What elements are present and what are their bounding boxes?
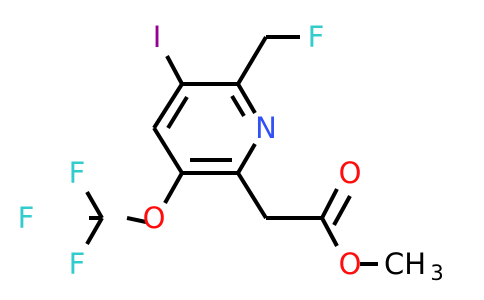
ester-oxygen-label: O [339, 247, 362, 281]
fluorine-bottom-label: F [69, 247, 86, 281]
bond-n-c3 [236, 142, 257, 175]
bond-c4-c5 [152, 126, 184, 175]
bond-cf3-f1 [85, 191, 104, 219]
ether-oxygen-label: O [143, 201, 166, 235]
nitrogen-label: N [255, 111, 277, 145]
bond-co-o-double-a [320, 188, 339, 219]
bond-c5-c1 [152, 82, 184, 130]
bond-c1-c5-inner [166, 95, 189, 130]
fluorine-methyl-label: F [308, 20, 325, 54]
bond-c2-n [236, 82, 257, 115]
carbonyl-oxygen-label: O [339, 156, 362, 190]
bond-c1-i [165, 55, 184, 85]
fluorine-top-label: F [69, 156, 86, 190]
methyl-subscript-label: 3 [430, 261, 443, 285]
bond-c2-ch2 [236, 35, 268, 86]
methyl-carbon-label: CH [384, 247, 426, 281]
bond-co-oester [320, 217, 339, 247]
bond-c2-n-inner [230, 94, 246, 118]
fluorine-left-label: F [18, 201, 35, 235]
atom-labels: I F N O F F F O O CH 3 [18, 20, 444, 285]
bond-c4-o [163, 172, 184, 204]
bond-cf3-f3 [85, 217, 104, 245]
bonds [85, 35, 378, 266]
bond-o-cf3 [126, 216, 147, 224]
bond-c3-ch2 [236, 171, 268, 220]
iodine-label: I [153, 20, 162, 54]
bond-co-o-double-b [332, 195, 352, 226]
